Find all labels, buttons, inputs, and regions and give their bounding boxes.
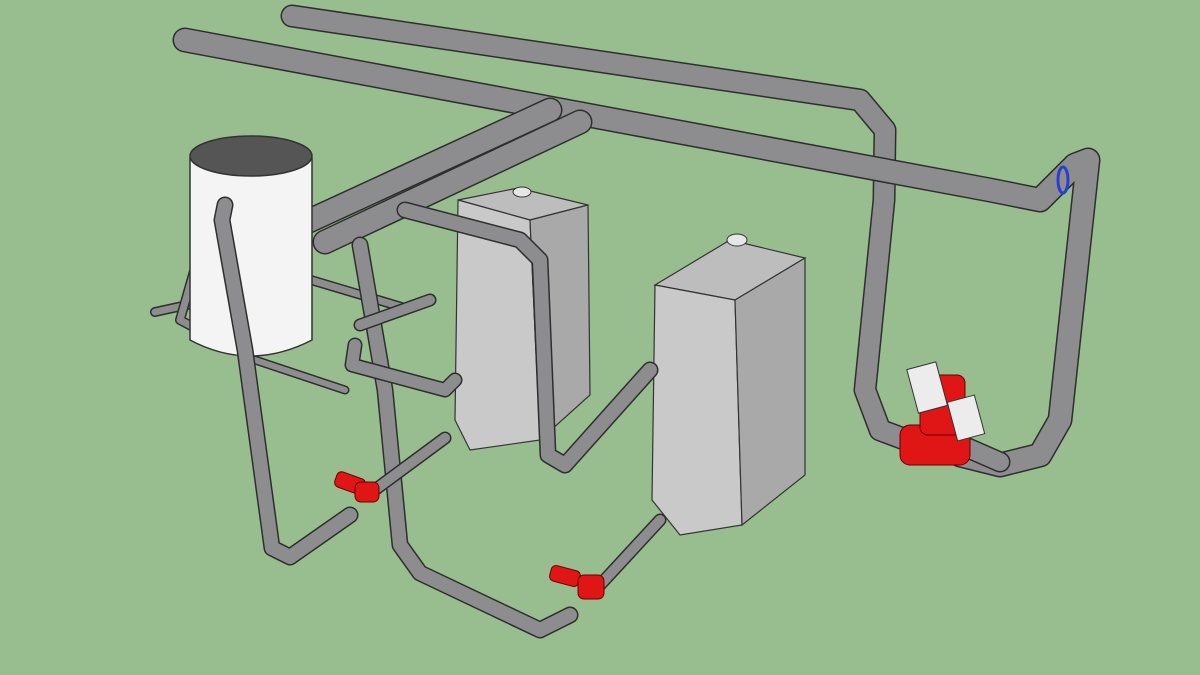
circulator-pump bbox=[899, 361, 986, 466]
boiler-1-vent bbox=[512, 186, 532, 198]
zone-valve-1 bbox=[334, 471, 380, 503]
boiler-1-supply-loop bbox=[396, 201, 659, 474]
tank-supply-pipe bbox=[213, 196, 359, 566]
header-pipe-upper bbox=[280, 4, 932, 457]
boiler-1-lower-feed bbox=[344, 337, 463, 398]
boiler-1 bbox=[454, 186, 591, 451]
water-heater-tank bbox=[189, 135, 313, 357]
zone-valve-2 bbox=[549, 565, 605, 600]
valve-1-feed bbox=[365, 431, 452, 499]
tank-drain-pipe bbox=[250, 355, 350, 395]
header-pipe-lower bbox=[172, 27, 1101, 478]
boiler-2 bbox=[651, 233, 807, 536]
circulator-outlet bbox=[957, 437, 1011, 473]
valve-2-feed bbox=[593, 513, 667, 592]
front-pipes bbox=[213, 196, 1011, 639]
branch-pipe-1 bbox=[272, 97, 563, 245]
branch-pipe-2 bbox=[312, 109, 593, 255]
boiler-1-upper-feed bbox=[353, 293, 437, 332]
boiler-2-vent bbox=[726, 233, 748, 247]
blue-coupling bbox=[1056, 165, 1070, 195]
